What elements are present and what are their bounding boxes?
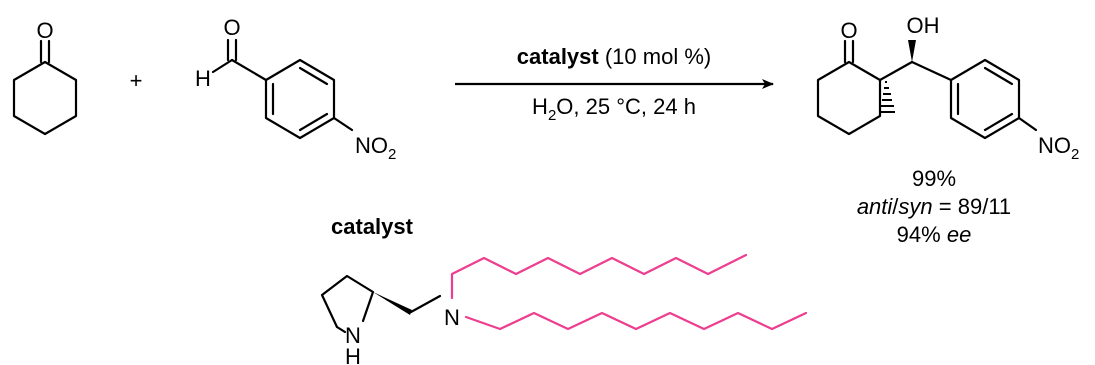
nitro-group: NO2 (1038, 133, 1079, 163)
cyclohexanone-ring (12, 60, 78, 136)
hashed-wedge-bond (880, 81, 895, 113)
amine-nitrogen: N (444, 305, 460, 330)
ring-nitrogen: N (345, 323, 361, 348)
aromatic-double-bond (983, 66, 1014, 86)
aromatic-double-bond (983, 112, 1014, 132)
benzene-ring (264, 58, 336, 140)
oxygen-atom: O (840, 18, 857, 43)
aryl-bond (910, 60, 953, 82)
conditions-label: H2O, 25 °C, 24 h (532, 94, 696, 124)
pyrrolidine-ring (335, 325, 347, 334)
hydrogen-atom: H (195, 66, 211, 91)
aldehyde-h-bond (211, 58, 234, 74)
cyclohexanone-ring (816, 60, 882, 136)
oxygen-atom: O (36, 18, 53, 43)
hydroxyl-group: OH (907, 13, 940, 38)
pyrrolidine-ring (320, 274, 375, 329)
nitro-bond (1017, 116, 1038, 132)
diastereomeric-ratio: anti/syn = 89/11 (857, 194, 1011, 219)
aromatic-double-bond (298, 112, 329, 132)
reaction-arrow: catalyst (10 mol %) H2O, 25 °C, 24 h (455, 44, 774, 124)
oxygen-atom: O (223, 15, 240, 40)
decyl-chain-lower (464, 311, 808, 331)
ring-hydrogen: H (345, 344, 361, 365)
aryl-bond (230, 58, 268, 82)
enantiomeric-excess: 94% ee (897, 222, 972, 247)
nitrobenzaldehyde: O H NO2 (195, 15, 396, 163)
nitro-bond (332, 116, 354, 132)
solid-wedge-bond (373, 292, 412, 315)
carbinol-bond (878, 60, 914, 82)
methylene-bond (409, 294, 442, 314)
cyclohexanone: O (12, 18, 78, 136)
benzene-ring (949, 58, 1021, 140)
catalyst-loading-label: catalyst (10 mol %) (517, 44, 711, 69)
aldol-product: O OH NO2 (816, 13, 1079, 163)
pyrrolidine-diamine-catalyst: N H N (320, 253, 808, 365)
plus-sign: + (130, 68, 143, 93)
solid-wedge-bond (908, 40, 916, 62)
yield-value: 99% (912, 166, 956, 191)
nitro-group: NO2 (355, 133, 396, 163)
catalyst-title: catalyst (331, 214, 414, 239)
decyl-chain-upper (450, 253, 748, 300)
aromatic-double-bond (298, 66, 329, 86)
